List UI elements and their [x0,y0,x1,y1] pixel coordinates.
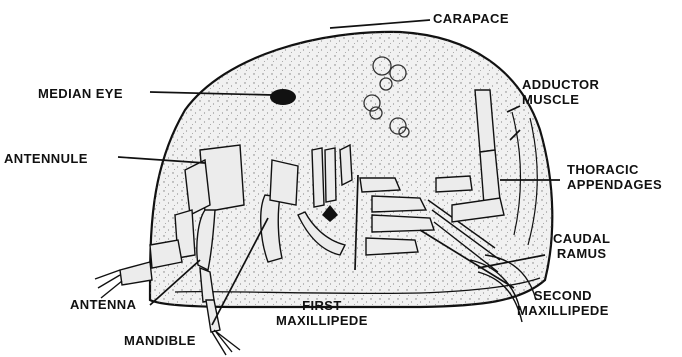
label-first-maxillipede: FIRST MAXILLIPEDE [276,298,368,328]
label-adductor-muscle: ADDUCTOR MUSCLE [522,77,599,107]
label-mandible: MANDIBLE [124,333,196,348]
label-second-maxillipede: SECOND MAXILLIPEDE [517,288,609,318]
label-carapace: CARAPACE [433,11,509,26]
label-median-eye: MEDIAN EYE [38,86,123,101]
median-eye [270,89,296,105]
label-antenna: ANTENNA [70,297,136,312]
label-antennule: ANTENNULE [4,151,88,166]
label-thoracic-appendages: THORACIC APPENDAGES [567,162,662,192]
label-caudal-ramus: CAUDAL RAMUS [553,231,610,261]
